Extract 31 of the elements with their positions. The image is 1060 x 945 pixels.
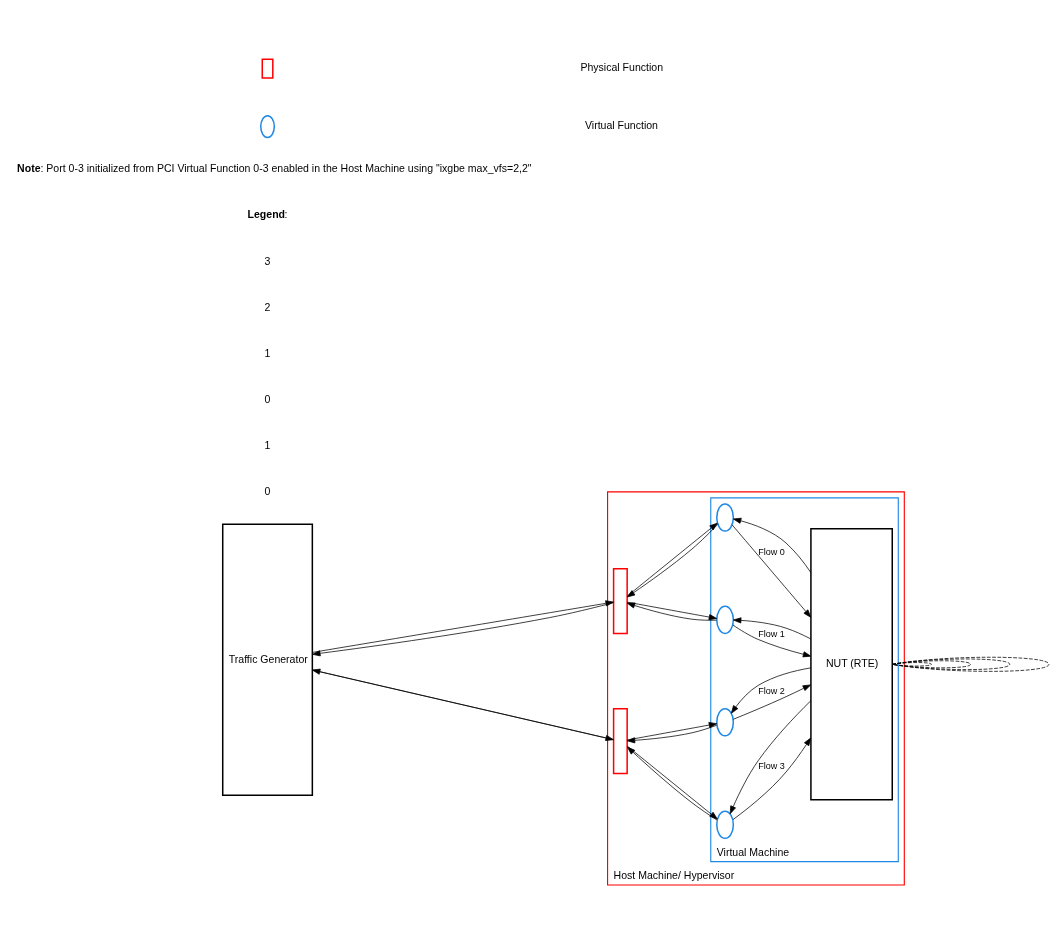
label: 1 bbox=[264, 346, 271, 359]
label: 2 bbox=[264, 300, 271, 313]
label: Note: Port 0-3 initialized from PCI Virtual Function 0-3 enabled in the Host Machine using "ixgbe max_vfs=2,2" bbox=[17, 161, 532, 174]
arrow bbox=[732, 684, 811, 720]
arrow bbox=[733, 616, 812, 639]
connector bbox=[891, 656, 1050, 672]
edge-label: Flow 0 bbox=[758, 546, 785, 557]
node-ellipse bbox=[716, 502, 735, 532]
label: Legend: bbox=[247, 207, 288, 220]
node-box bbox=[612, 707, 628, 774]
node-ellipse bbox=[716, 605, 735, 634]
edge-label: Flow 2 bbox=[758, 685, 785, 696]
label: 0 bbox=[264, 392, 271, 405]
legend-label: Virtual Function bbox=[584, 118, 658, 131]
arrow bbox=[733, 517, 812, 573]
edge-label: Flow 1 bbox=[758, 628, 785, 639]
legend-label: Physical Function bbox=[580, 60, 664, 73]
label: 0 bbox=[264, 484, 271, 497]
arrow bbox=[732, 737, 812, 820]
node-box bbox=[612, 567, 628, 634]
arrow bbox=[730, 667, 812, 714]
node-ellipse bbox=[716, 809, 735, 839]
node-ellipse bbox=[716, 707, 735, 737]
edge-label: Flow 3 bbox=[758, 760, 785, 771]
arrow bbox=[729, 699, 812, 814]
node-box: NUT (RTE) bbox=[810, 527, 893, 801]
arrow bbox=[731, 524, 812, 618]
node-box: Traffic Generator bbox=[221, 522, 314, 796]
arrow bbox=[732, 624, 812, 657]
label: 3 bbox=[264, 254, 271, 267]
label: 1 bbox=[264, 438, 271, 451]
